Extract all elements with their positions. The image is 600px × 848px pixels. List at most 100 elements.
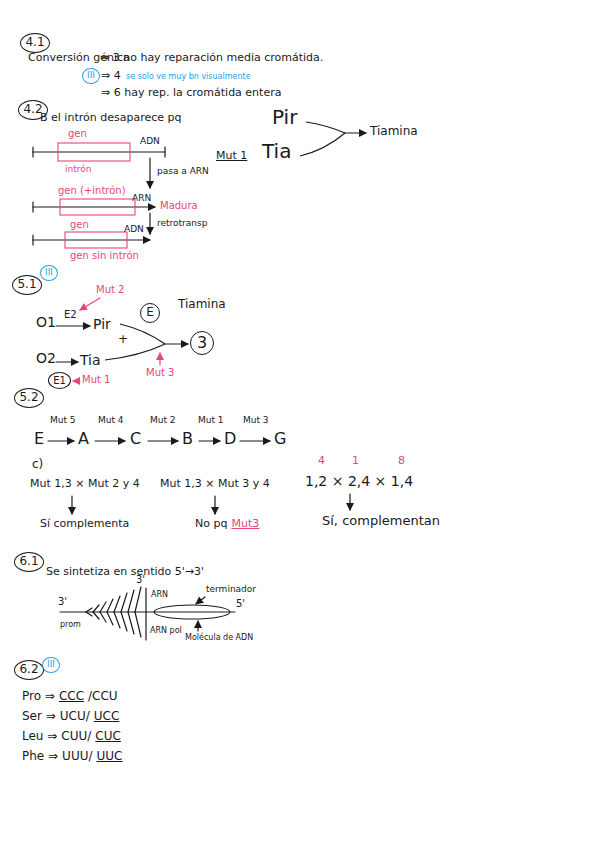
sketch-arrow bbox=[48, 440, 74, 441]
note-text: ARN pol bbox=[150, 626, 182, 635]
note-text: gen (+intrón) bbox=[58, 185, 126, 197]
terminator-loop bbox=[154, 605, 230, 619]
marker-circle: III bbox=[40, 265, 58, 281]
sketch-line bbox=[164, 147, 165, 157]
sketch-line bbox=[32, 147, 33, 157]
note-text: prom bbox=[60, 620, 81, 629]
sketch-arrow bbox=[56, 361, 78, 362]
sketch-line bbox=[86, 608, 92, 612]
sketch-arrow bbox=[214, 496, 215, 514]
note-text: ADN bbox=[140, 136, 160, 146]
note-text: Mut 1,3 × Mut 3 y 4 bbox=[160, 478, 270, 491]
sketch-line bbox=[128, 590, 134, 612]
note-text: ⇒ 3 no hay reparación media cromátida. bbox=[100, 52, 323, 65]
section-circle: 6.2 bbox=[14, 660, 44, 680]
sketch-line bbox=[114, 612, 120, 628]
note-text: Ser ⇒ bbox=[22, 710, 56, 724]
note-line: No pqMut3 bbox=[195, 518, 263, 531]
note-text: O2 bbox=[36, 350, 56, 366]
sketch-curve bbox=[105, 344, 165, 360]
sketch-line bbox=[93, 605, 99, 612]
note-text: UCU/ bbox=[60, 710, 90, 724]
note-text: No pq bbox=[195, 518, 227, 531]
note-text: 4 bbox=[318, 455, 325, 468]
sketch-arrow bbox=[240, 440, 270, 441]
sketch-curve bbox=[300, 133, 345, 156]
note-text: Leu ⇒ bbox=[22, 730, 57, 744]
sketch-line bbox=[128, 612, 134, 634]
note-text: Tia bbox=[262, 140, 291, 163]
section-circle: 5.1 bbox=[12, 275, 42, 295]
sketch-line bbox=[100, 612, 106, 622]
section-circle: 4.2 bbox=[18, 100, 48, 120]
sketch-line bbox=[107, 599, 113, 612]
note-text: Se sintetiza en sentido 5'→3' bbox=[46, 566, 204, 579]
note-text: /CCU bbox=[88, 690, 118, 704]
note-text: Mut 5 bbox=[50, 415, 76, 425]
sketch-arrow bbox=[345, 132, 366, 133]
note-text: 3' bbox=[136, 574, 145, 586]
note-text: Pir bbox=[272, 106, 297, 129]
circle-text: 3 bbox=[197, 334, 207, 352]
note-text: G bbox=[274, 430, 286, 448]
note-text: terminador bbox=[206, 584, 256, 594]
note-text: ADN bbox=[124, 224, 144, 234]
note-text: 8 bbox=[398, 455, 405, 468]
sketch-arrow bbox=[149, 158, 150, 188]
note-text: E bbox=[34, 430, 44, 448]
circle-text: 6.2 bbox=[19, 663, 38, 676]
section-circle: 4.1 bbox=[20, 33, 50, 53]
sketch-line bbox=[145, 588, 146, 640]
note-text: ⇒ 4 bbox=[101, 70, 121, 83]
section-circle: 3 bbox=[190, 331, 214, 355]
note-text: Pro ⇒ bbox=[22, 690, 55, 704]
note-text: pasa a ARN bbox=[157, 166, 209, 176]
marker-circle: III bbox=[82, 68, 100, 84]
note-text: Tia bbox=[80, 352, 101, 368]
sketch-line bbox=[100, 602, 106, 612]
note-text: gen bbox=[68, 128, 87, 140]
note-text: CUU/ bbox=[61, 730, 91, 744]
note-text: CUC bbox=[95, 730, 121, 744]
sketch-arrow bbox=[80, 298, 100, 310]
note-text: Mut 3 bbox=[146, 367, 174, 379]
note-text: Molécula de ADN bbox=[185, 633, 253, 642]
note-text: Tiamina bbox=[370, 125, 418, 139]
circle-text: E bbox=[146, 306, 154, 319]
note-text: B el intrón desaparece pq bbox=[40, 112, 181, 125]
circle-text: III bbox=[47, 660, 55, 670]
sketch-arrow bbox=[199, 440, 220, 441]
circle-text: III bbox=[45, 268, 53, 278]
note-text: 5' bbox=[236, 598, 245, 610]
note-text: ⇒ 6 hay rep. la cromátida entera bbox=[101, 87, 281, 100]
note-text: Mut 2 bbox=[150, 415, 176, 425]
circle-text: 4.1 bbox=[25, 36, 44, 49]
note-text: Tiamina bbox=[178, 298, 226, 312]
note-text: intrón bbox=[65, 164, 91, 174]
sketch-arrow bbox=[165, 343, 188, 344]
note-text: se solo ve muy bn visualmente bbox=[126, 72, 251, 81]
note-text: CCC bbox=[59, 690, 84, 704]
gene-box bbox=[60, 199, 135, 215]
sketch-arrow bbox=[197, 621, 198, 631]
circle-text: III bbox=[87, 71, 95, 81]
note-text: Mut 1,3 × Mut 2 y 4 bbox=[30, 478, 140, 491]
note-text: E2 bbox=[64, 309, 77, 321]
section-circle: 6.1 bbox=[14, 552, 44, 572]
sketch-arrow bbox=[33, 239, 150, 240]
sketch-line bbox=[135, 587, 141, 612]
note-text: gen sin intrón bbox=[70, 250, 139, 262]
gene-box bbox=[65, 232, 127, 248]
note-text: 1,2 × 2,4 × 1,4 bbox=[305, 473, 413, 489]
section-circle: 5.2 bbox=[14, 388, 44, 408]
note-text: O1 bbox=[36, 314, 56, 330]
sketch-line bbox=[135, 612, 141, 637]
sketch-line bbox=[121, 593, 127, 612]
note-text: ARN bbox=[132, 193, 151, 203]
note-line: Leu ⇒ CUU/CUC bbox=[22, 730, 125, 744]
section-circle: E bbox=[140, 303, 160, 323]
sketch-arrow bbox=[196, 597, 205, 604]
note-text: Mut 3 bbox=[243, 415, 269, 425]
sketch-line bbox=[32, 202, 33, 212]
